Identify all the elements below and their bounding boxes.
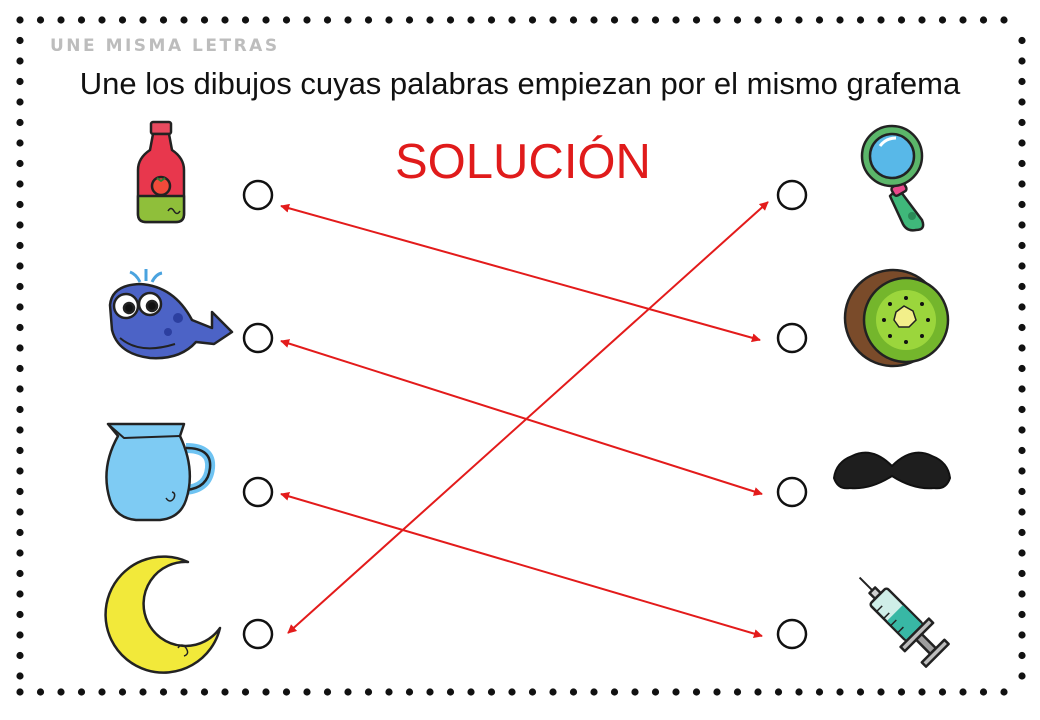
syringe-icon bbox=[858, 576, 950, 668]
right-answer-circle-4[interactable] bbox=[776, 618, 808, 650]
moon-icon bbox=[104, 555, 222, 674]
magnifying-glass-icon bbox=[860, 124, 925, 232]
left-answer-circle-3[interactable] bbox=[242, 476, 274, 508]
mustache-icon bbox=[832, 451, 952, 490]
worksheet-subtitle: UNE MISMA LETRAS bbox=[50, 36, 280, 56]
right-answer-circle-3[interactable] bbox=[776, 476, 808, 508]
connector-line-4 bbox=[287, 201, 769, 634]
right-answer-circle-2[interactable] bbox=[776, 322, 808, 354]
connector-line-2 bbox=[280, 339, 763, 496]
kiwi-icon bbox=[843, 268, 950, 368]
left-answer-circle-2[interactable] bbox=[242, 322, 274, 354]
ketchup-bottle-icon bbox=[136, 120, 186, 224]
instruction-text: Une los dibujos cuyas palabras empiezan … bbox=[79, 66, 961, 101]
right-answer-circle-1[interactable] bbox=[776, 179, 808, 211]
left-answer-circle-4[interactable] bbox=[242, 618, 274, 650]
whale-icon bbox=[108, 269, 234, 360]
left-answer-circle-1[interactable] bbox=[242, 179, 274, 211]
connector-lines bbox=[280, 201, 769, 639]
water-jug-icon bbox=[105, 422, 216, 522]
solution-label: SOLUCIÓN bbox=[395, 135, 651, 189]
connector-line-3 bbox=[280, 491, 763, 639]
